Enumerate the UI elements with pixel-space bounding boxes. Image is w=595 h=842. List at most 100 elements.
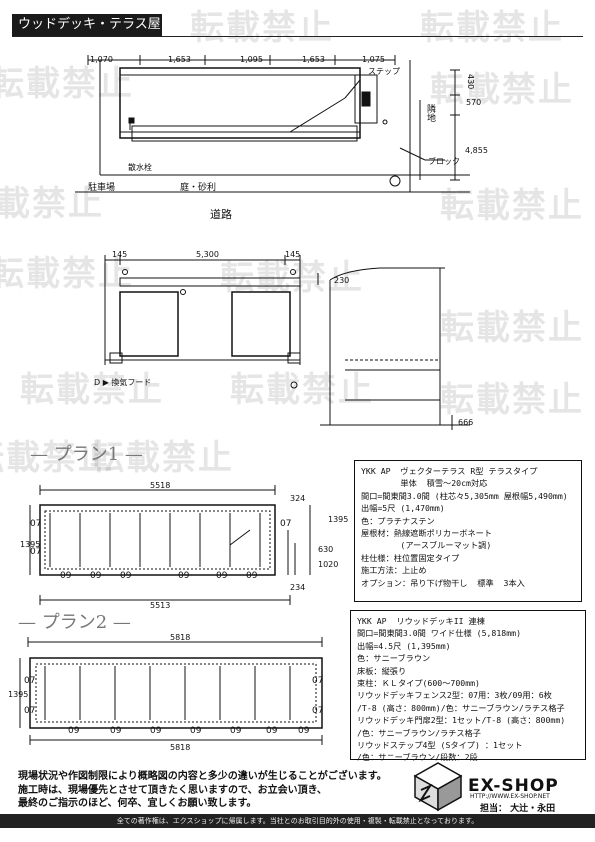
spec-line: リウッドデッキフェンス2型：07用：3枚/09用：6枚: [357, 690, 552, 701]
elev-dim-2: 5,300: [196, 250, 219, 259]
vent-hood-label: D ▶ 換気フード: [94, 378, 152, 387]
watermark: 転載禁止: [0, 184, 104, 224]
plan2-side-panel-label: 07: [312, 676, 324, 686]
neighbor-label: 隣地: [425, 104, 435, 122]
step-label: ステップ: [368, 67, 400, 76]
dim-top-3: 1,095: [240, 55, 263, 64]
watermark: 転載禁止: [440, 308, 584, 348]
watermark: 転載禁止: [440, 186, 584, 226]
plan1-dim-right-1: 1395: [328, 515, 349, 524]
shop-url: HTTP://WWW.EX-SHOP.NET: [470, 793, 550, 800]
plan2-side-panel-label: 07: [24, 706, 36, 716]
dim-top-2: 1,653: [168, 55, 191, 64]
shop-name: EX-SHOP: [468, 776, 559, 796]
block-label: ブロック: [428, 157, 460, 166]
dim-top-4: 1,653: [302, 55, 325, 64]
plan2-panel-label: 09: [68, 726, 80, 736]
spec-line: /色：サニーブラウン/段数：2段: [357, 752, 478, 763]
watermark: 転載禁止: [90, 438, 234, 478]
page-title: ウッドデッキ・テラス屋根: [12, 14, 162, 54]
plan1-dim-right-2: 630: [318, 545, 334, 554]
plan2-panel-label: 09: [230, 726, 242, 736]
spec-line: 施工方法：上止め: [361, 565, 427, 576]
plan1-panel-label: 09: [178, 571, 190, 581]
road-label: 道路: [210, 208, 232, 221]
watermark: 転載禁止: [420, 8, 564, 48]
plan1-dim-right-3: 1020: [318, 560, 339, 569]
dim-right-2: 570: [466, 98, 482, 107]
plan2-spec-box: YKK AP リウッドデッキII 連棟 間口=間東間3.0間 ワイド仕様 (5,…: [350, 610, 586, 763]
plan2-panel-label: 09: [110, 726, 122, 736]
watermark: 転載禁止: [440, 380, 584, 420]
spec-line: 出幅=5尺 (1,470mm): [361, 503, 445, 514]
plan1-side-panel-label: 07: [30, 547, 42, 557]
plan2-dim-top: 5818: [170, 633, 191, 642]
spec-line: (アースブルーマット調): [361, 540, 492, 551]
plan1-drawing: [29, 485, 311, 605]
plan1-dim-top-2: 324: [290, 494, 306, 503]
watermark: 転載禁止: [430, 70, 574, 110]
spec-line: 色：プラチナステン: [361, 515, 435, 526]
plan1-label-text: プラン1: [53, 444, 120, 465]
dim-top-1: 1,070: [90, 55, 113, 64]
plan2-panel-label: 09: [190, 726, 202, 736]
plan1-dim-bottom: 5513: [150, 601, 171, 610]
plan2-panel-label: 09: [298, 726, 310, 736]
elev-dim-1: 145: [112, 250, 128, 259]
elev-dim-3: 145: [285, 250, 301, 259]
plan1-panel-label: 09: [90, 571, 102, 581]
plan1-panel-label: 09: [120, 571, 132, 581]
plan2-drawing: [19, 637, 323, 745]
spec-line: YKK AP ヴェクターテラス R型 テラスタイプ: [361, 466, 538, 476]
ex-shop-logo-icon: [413, 762, 463, 812]
plan1-side-panel-label: 07: [30, 519, 42, 529]
plan2-dim-left: 1395: [8, 690, 29, 699]
note-line: 施工時は、現場優先とさせて頂きたく思いますので、お立会い頂き、: [18, 784, 327, 796]
spec-line: リウッドステップ4型 (Sタイプ) ：1セット: [357, 740, 523, 751]
plan2-panel-label: 09: [266, 726, 278, 736]
plan2-side-panel-label: 07: [312, 706, 324, 716]
spec-line: 屋根材：熱線遮断ポリカーボネート: [361, 528, 493, 539]
watermark: 転載禁止: [0, 438, 114, 478]
plan1-side-panel-label: 07: [280, 519, 292, 529]
spec-line: 柱仕様：柱位置固定タイプ: [361, 552, 460, 563]
plan1-dim-bottom-2: 234: [290, 583, 306, 592]
watermark: 転載禁止: [20, 370, 164, 410]
spec-line: 床板：縦張り: [357, 665, 407, 676]
spec-line: リウッドデッキ門扉2型：1セット/T-8 (高さ：800mm): [357, 715, 566, 726]
plan2-side-panel-label: 07: [24, 676, 36, 686]
parking-label: 駐車場: [88, 183, 116, 193]
plan1-panel-label: 09: [60, 571, 72, 581]
construction-notes: 現場状況や作図制限により概略図の内容と多少の違いが生じることがございます。 施工…: [18, 770, 387, 811]
garden-label: 庭・砂利: [180, 183, 217, 193]
plan1-dim-left: 1395: [20, 540, 41, 549]
plan1-dim-top: 5518: [150, 481, 171, 490]
staff-in-charge: 担当： 大辻・永田: [480, 804, 556, 814]
watermark: 転載禁止: [0, 64, 134, 104]
plan2-panel-label: 09: [150, 726, 162, 736]
spec-line: /色：サニーブラウン/ラチス格子: [357, 727, 481, 738]
spec-line: 単体 積雪～20cm対応: [361, 478, 488, 489]
watermark: 転載禁止: [0, 254, 134, 294]
elev-side-dim-2: 666: [458, 418, 474, 427]
spec-line: YKK AP リウッドデッキII 連棟: [357, 616, 485, 626]
watermark: 転載禁止: [190, 8, 334, 48]
copyright-footer: 全ての著作権は、エクスショップに帰属します。当社とのお取引目的外の使用・複製・転…: [0, 814, 595, 828]
spec-line: 出幅=4.5尺 (1,395mm): [357, 640, 451, 651]
plan1-panel-label: 09: [246, 571, 258, 581]
plan1-label: — プラン1 —: [30, 444, 143, 465]
title-rule: [12, 36, 583, 37]
plan1-panel-label: 09: [216, 571, 228, 581]
watermark: 転載禁止: [230, 370, 374, 410]
spec-line: /T-8 (高さ：800mm)/色：サニーブラウン/ラチス格子: [357, 702, 565, 713]
plan2-label-text: プラン2: [41, 612, 108, 633]
plan2-dim-bottom: 5818: [170, 743, 191, 752]
elev-side-dim-1: 230: [334, 276, 350, 285]
elevation-drawing: [104, 255, 470, 430]
septic-label: 散水栓: [128, 163, 152, 172]
site-plan-drawing: [75, 55, 470, 193]
plan1-spec-box: YKK AP ヴェクターテラス R型 テラスタイプ 単体 積雪～20cm対応 間…: [354, 460, 582, 602]
note-line: 現場状況や作図制限により概略図の内容と多少の違いが生じることがございます。: [18, 771, 387, 782]
spec-line: 色：サニーブラウン: [357, 653, 431, 664]
spec-line: 間口=間東間3.0間 (柱芯々5,305mm 屋根幅5,490mm): [361, 490, 568, 501]
